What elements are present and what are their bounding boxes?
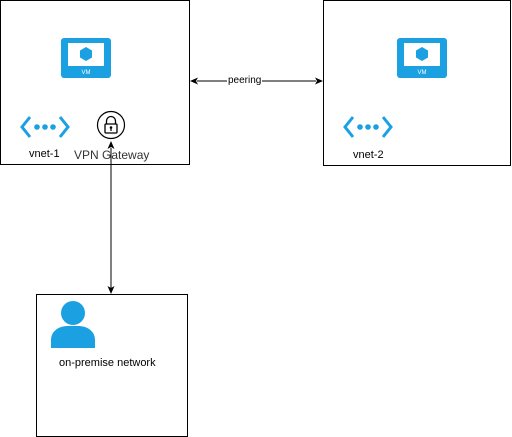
virtual-network-icon	[20, 114, 70, 140]
vm-icon: VM	[397, 38, 447, 78]
vm-icon-label: VM	[82, 70, 91, 76]
on-premise-label: on-premise network	[59, 357, 156, 369]
vm-icon-label: VM	[418, 70, 427, 76]
vnet-1-label: vnet-1	[29, 148, 60, 160]
vnet-1-box	[0, 0, 190, 165]
vnet-2-label: vnet-2	[353, 149, 384, 161]
vnet-2-box	[323, 0, 511, 166]
user-icon	[49, 298, 97, 348]
vpn-gateway-label: VPN Gateway	[74, 148, 150, 162]
on-premise-box	[36, 294, 188, 437]
peering-label: peering	[227, 74, 263, 87]
lock-icon	[96, 110, 126, 140]
vm-icon: VM	[61, 38, 111, 78]
virtual-network-icon	[343, 114, 393, 140]
